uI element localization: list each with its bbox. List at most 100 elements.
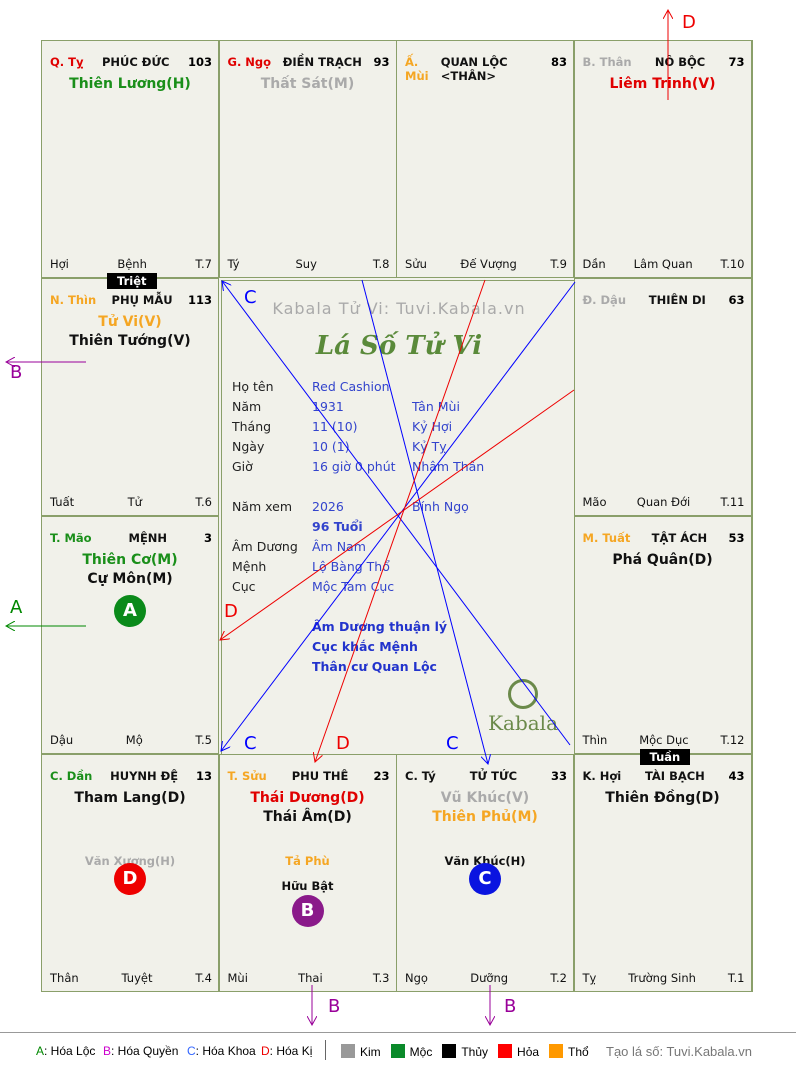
legend-element: Thổ — [549, 1044, 589, 1059]
footer-branch: Mùi — [227, 971, 248, 985]
palace-name: HUYNH ĐỆ — [110, 769, 179, 783]
info-key: Tháng — [232, 419, 272, 434]
info-note: Thân cư Quan Lộc — [312, 659, 437, 674]
info-row: 96 Tuổi — [232, 519, 572, 537]
badge-tuần: Tuần — [639, 749, 691, 765]
branch-label: M. Tuất — [582, 531, 631, 545]
life-stage: Mộ — [125, 733, 143, 747]
palace-number: 3 — [203, 531, 212, 545]
info-key: Âm Dương — [232, 539, 298, 554]
transform-marker-a: A — [114, 595, 146, 627]
info-canchi: Nhâm Thân — [412, 459, 485, 474]
palace-name: PHỤ MẪU — [111, 293, 173, 307]
chart-board: Kabala Tử Vi: Tuvi.Kabala.vn Lá Số Tử Vi… — [41, 40, 753, 992]
life-stage: Dưỡng — [470, 971, 509, 985]
footer-branch: Mão — [582, 495, 607, 509]
main-stars: Thiên Lương(H) — [42, 75, 218, 94]
element-name: Hỏa — [517, 1045, 540, 1059]
ky-label: D — [682, 12, 696, 33]
main-stars: Tham Lang(D) — [42, 789, 218, 808]
branch-label: K. Hợi — [582, 769, 622, 783]
palace-name: THIÊN DI — [648, 293, 706, 307]
info-key: Năm — [232, 399, 262, 414]
legend-a-key: A — [36, 1044, 45, 1058]
palace-name: PHU THÊ — [291, 769, 349, 783]
info-key: Năm xem — [232, 499, 293, 514]
main-stars: Thái Dương(D)Thái Âm(D) — [220, 789, 396, 827]
legend-divider — [325, 1040, 326, 1060]
element-swatch — [498, 1044, 513, 1058]
star-name: Thiên Cơ(M) — [82, 552, 178, 568]
quyen-label: B — [504, 996, 517, 1017]
age-period: T.11 — [720, 495, 745, 509]
cell-header: K. Hợi TÀI BẠCH 43 — [583, 769, 745, 783]
info-value: Red Cashion — [312, 379, 390, 394]
life-stage: Lâm Quan — [633, 257, 693, 271]
legend-element: Mộc — [390, 1044, 432, 1059]
age-period: T.9 — [550, 257, 567, 271]
legend-bar: A: Hóa Lộc B: Hóa Quyền C: Hóa Khoa D: H… — [0, 1032, 796, 1071]
palace-name: TỬ TỨC — [469, 769, 518, 783]
palace-name: TẬT ÁCH — [651, 531, 708, 545]
branch-label: C. Tý — [405, 769, 436, 783]
footer-branch: Tỵ — [582, 971, 597, 985]
footer-branch: Hợi — [50, 257, 69, 271]
watermark: Kabala Tử Vi: Tuvi.Kabala.vn — [272, 299, 526, 318]
main-stars: Thiên Đồng(D) — [575, 789, 751, 808]
palace-name: ĐIỀN TRẠCH — [282, 55, 362, 69]
ky-label: D — [224, 601, 238, 622]
info-canchi: Kỷ Tỵ — [412, 439, 447, 454]
branch-label: Q. Tỵ — [50, 55, 84, 69]
palace-number: 43 — [728, 769, 745, 783]
life-stage: Mộc Dục — [639, 733, 689, 747]
info-canchi: Kỷ Hợi — [412, 419, 453, 434]
palace-number: 93 — [373, 55, 390, 69]
legend-d-key: D — [261, 1044, 270, 1058]
info-value: Âm Nam — [312, 539, 366, 554]
badge-triệt: Triệt — [107, 273, 157, 289]
kabala-logo: Kabala — [488, 679, 558, 735]
life-stage: Trường Sinh — [628, 971, 696, 985]
branch-label: C. Dần — [50, 769, 93, 783]
star-name: Phá Quân(D) — [612, 552, 713, 568]
info-canchi: Bính Ngọ — [412, 499, 469, 514]
info-value: 96 Tuổi — [312, 519, 363, 534]
palace-number: 63 — [728, 293, 745, 307]
palace-name: TÀI BẠCH — [644, 769, 705, 783]
khoa-label: C — [244, 287, 257, 308]
legend-element: Kim — [341, 1044, 381, 1059]
info-note: Âm Dương thuận lý — [312, 619, 448, 634]
